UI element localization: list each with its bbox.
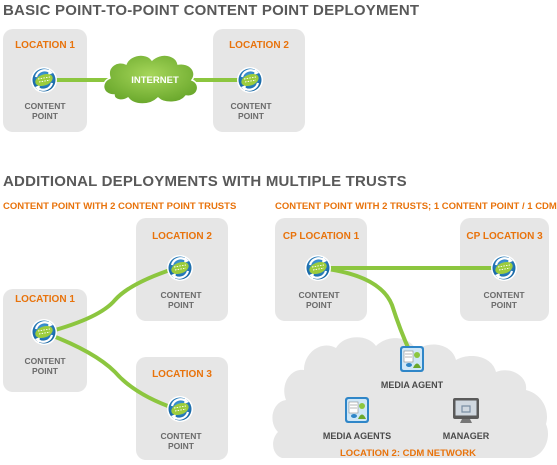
right-diagram-subheading: CONTENT POINT WITH 2 TRUSTS; 1 CONTENT P… [275, 201, 557, 212]
left-location-2-label: LOCATION 2 [152, 231, 212, 242]
content-point-icon [29, 65, 59, 95]
manager-label: MANAGER [442, 431, 490, 441]
additional-deployments-heading: ADDITIONAL DEPLOYMENTS WITH MULTIPLE TRU… [3, 173, 407, 190]
content-point-icon [489, 253, 519, 283]
manager-monitor-icon [453, 398, 479, 423]
content-point-label: CONTENT POINT [289, 290, 349, 310]
basic-location-2-label: LOCATION 2 [229, 40, 289, 51]
content-point-label-line2: POINT [32, 111, 58, 121]
content-point-icon [303, 253, 333, 283]
basic-location-1-label: LOCATION 1 [15, 40, 75, 51]
content-point-label: CONTENT POINT [221, 101, 281, 121]
content-point-label-line1: CONTENT [160, 290, 202, 300]
content-point-label-line1: CONTENT [24, 101, 66, 111]
content-point-label-line2: POINT [238, 111, 264, 121]
content-point-icon [235, 65, 265, 95]
content-point-label-line2: POINT [168, 300, 194, 310]
media-agent-icon [399, 345, 425, 373]
internet-label: INTERNET [131, 75, 179, 86]
cdm-network-label: LOCATION 2: CDM NETWORK [340, 448, 476, 459]
media-agents-icon [344, 396, 370, 424]
content-point-icon [165, 253, 195, 283]
content-point-icon [165, 394, 195, 424]
media-agent-label: MEDIA AGENT [380, 380, 444, 390]
content-point-label-line2: POINT [306, 300, 332, 310]
left-diagram-subheading: CONTENT POINT WITH 2 CONTENT POINT TRUST… [3, 201, 237, 212]
content-point-icon [29, 317, 59, 347]
left-link-to-location-2 [46, 266, 178, 334]
right-link-to-media-agent [318, 266, 412, 354]
content-point-label-line2: POINT [491, 300, 517, 310]
content-point-label-line2: POINT [168, 441, 194, 451]
content-point-label-line2: POINT [32, 366, 58, 376]
basic-deployment-heading: BASIC POINT-TO-POINT CONTENT POINT DEPLO… [3, 2, 420, 19]
content-point-label-line1: CONTENT [483, 290, 525, 300]
cdm-network-cloud [272, 337, 549, 458]
content-point-label: CONTENT POINT [474, 290, 534, 310]
content-point-label-line1: CONTENT [230, 101, 272, 111]
content-point-label-line1: CONTENT [24, 356, 66, 366]
left-location-3-label: LOCATION 3 [152, 369, 212, 380]
media-agents-label: MEDIA AGENTS [322, 431, 392, 441]
content-point-label: CONTENT POINT [15, 356, 75, 376]
content-point-label: CONTENT POINT [15, 101, 75, 121]
left-link-to-location-3 [46, 332, 178, 411]
content-point-label-line1: CONTENT [298, 290, 340, 300]
content-point-label: CONTENT POINT [151, 290, 211, 310]
internet-cloud-icon [102, 54, 199, 105]
content-point-label: CONTENT POINT [151, 431, 211, 451]
content-point-label-line1: CONTENT [160, 431, 202, 441]
right-cp-location-1-label: CP LOCATION 1 [282, 231, 360, 242]
right-cp-location-3-label: CP LOCATION 3 [466, 231, 543, 242]
left-location-1-label: LOCATION 1 [15, 294, 75, 305]
